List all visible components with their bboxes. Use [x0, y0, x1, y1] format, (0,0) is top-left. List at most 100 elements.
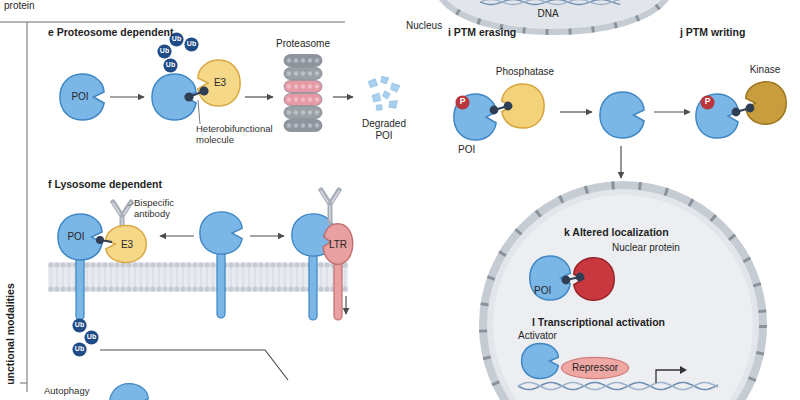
proteasome-cylinder-outline-part: [315, 110, 319, 114]
process-arrow-part: [345, 296, 346, 314]
cell-membrane: [48, 262, 348, 292]
phosphate-circle-outline-part: [700, 95, 714, 109]
proteasome-cylinder-outline-part: [294, 110, 298, 114]
heterobifunctional-molecule-part: [736, 108, 750, 112]
nucleus-outline-outline: [400, 0, 672, 38]
proteasome-cylinder-outline-part: [308, 84, 312, 88]
nucleus-circle: k Altered localizationl Transcriptional …: [478, 180, 768, 400]
node-label: Ub: [72, 321, 87, 329]
degraded-fragments-outline-part: [372, 93, 381, 102]
node-label: E3: [110, 239, 144, 251]
node-label: Repressor: [560, 362, 630, 374]
node-label: E3: [202, 77, 238, 89]
proteasome-cylinder-outline-part: [294, 58, 298, 62]
proteasome-cylinder-outline-part: [287, 123, 291, 127]
phosphatase-blob-outline: [500, 82, 546, 130]
degraded-fragments-outline-part: [381, 76, 389, 84]
ubiquitin-circle: Ub: [184, 37, 199, 52]
protein-blob-part: [152, 74, 196, 120]
proteasome-cylinder-outline-part: [315, 123, 319, 127]
proteasome-cylinder-outline-part: [315, 58, 319, 62]
panel-heading: i PTM erasing: [448, 26, 516, 38]
edge-layer: [245, 97, 353, 98]
protein-blob: POI: [56, 212, 104, 262]
protein-blob-outline-part: [60, 74, 104, 120]
node-label: Activator: [518, 330, 557, 342]
ubiquitin-circle-outline-part: [72, 318, 86, 332]
arrow-connector: [245, 96, 273, 97]
panel-heading: l Transcriptional activation: [532, 316, 665, 328]
process-arrow-part: [560, 111, 592, 112]
nucleus-circle-outline-part: [518, 383, 718, 390]
annotation-label: Heterobifunctional molecule: [196, 124, 288, 146]
node-label: Ub: [72, 345, 87, 353]
proteasome-cylinder-outline-part: [284, 68, 322, 80]
receptor-stems-part: [217, 252, 225, 318]
e3-ligase-blob: E3: [196, 58, 242, 108]
e3-ligase-blob: E3: [104, 224, 148, 264]
leader-line-part: [198, 100, 200, 124]
ubiquitin-circle-outline-part: [84, 330, 98, 344]
ubiquitin-circle-outline-part: [184, 37, 198, 51]
protein-blob-part: [110, 384, 149, 400]
panel-frame-part: [20, 383, 27, 384]
kinase-blob-outline-part: [746, 82, 786, 124]
node-label: DNA: [528, 8, 568, 20]
proteasome-cylinder-outline-part: [308, 110, 312, 114]
node-label: Proteasome: [268, 38, 338, 50]
receptor-stems-part: [309, 254, 317, 320]
node-label: Ub: [163, 61, 178, 69]
degraded-fragments-outline-part: [382, 91, 390, 99]
node-label: Nuclear protein: [612, 242, 680, 254]
nucleus-circle-outline-part: [680, 366, 687, 374]
protein-blob: POI: [528, 254, 572, 302]
ubiquitin-circle-outline-part: [157, 44, 171, 58]
heterobifunctional-molecule-part: [747, 105, 754, 112]
bispecific-antibody: [113, 190, 339, 234]
proteasome-cylinder-outline-part: [287, 84, 291, 88]
panel-heading: e Proteosome dependent: [48, 26, 173, 38]
node-label: POI: [62, 91, 98, 103]
panel-heading: j PTM writing: [680, 26, 745, 38]
phosphatase-blob: Phosphatase: [494, 66, 556, 132]
heterobifunctional-molecule-part: [97, 237, 103, 243]
proteasome-cylinder-outline-part: [315, 97, 319, 101]
proteasome-cylinder-outline-part: [287, 58, 291, 62]
protein-blob-outline-part: [58, 214, 102, 260]
leader-line: [128, 100, 200, 206]
antibody-highlight: [113, 191, 339, 232]
nucleus-circle-outline-part: [483, 185, 763, 400]
nucleus-circle-outline-part: [493, 195, 753, 400]
proteasome-cylinder-outline-part: [294, 84, 298, 88]
panel-frame: [0, 22, 345, 392]
heterobifunctional-molecule-part: [566, 277, 580, 280]
kinase-blob: Kinase: [738, 64, 792, 130]
degraded-fragments-outline-part: [390, 83, 400, 92]
receptor-stems: [76, 252, 342, 320]
receptor-stems-part: [76, 256, 84, 320]
protein-blob-part: [600, 92, 644, 138]
process-arrow-part: [100, 350, 288, 380]
panel-heading: f Lysosome dependent: [48, 178, 162, 190]
process-arrow-part: [160, 235, 194, 236]
proteasome-cylinder-outline-part: [284, 55, 322, 67]
phosphate-circle-outline-part: [455, 95, 469, 109]
lysosome-receptor: LTR: [322, 222, 354, 266]
process-arrow-part: [110, 96, 144, 97]
node-label: POI: [58, 231, 94, 243]
proteasome-cylinder-outline-part: [301, 110, 305, 114]
heterobifunctional-molecule-part: [505, 103, 512, 110]
ubiquitin-circle: Ub: [157, 44, 172, 59]
e3-ligase-blob-outline-part: [198, 60, 240, 106]
proteasome-cylinder-outline-part: [315, 84, 319, 88]
e3-ligase-blob-outline-part: [106, 226, 146, 263]
proteasome-cylinder-outline-part: [301, 71, 305, 75]
process-arrow-part: [654, 111, 690, 112]
phosphate-circle: P: [455, 95, 470, 110]
antibody-highlight-part: [321, 191, 339, 220]
heterobifunctional-molecule-part: [577, 274, 584, 281]
phosphate-circle: P: [700, 95, 715, 110]
proteasome-cylinder-outline-part: [308, 58, 312, 62]
